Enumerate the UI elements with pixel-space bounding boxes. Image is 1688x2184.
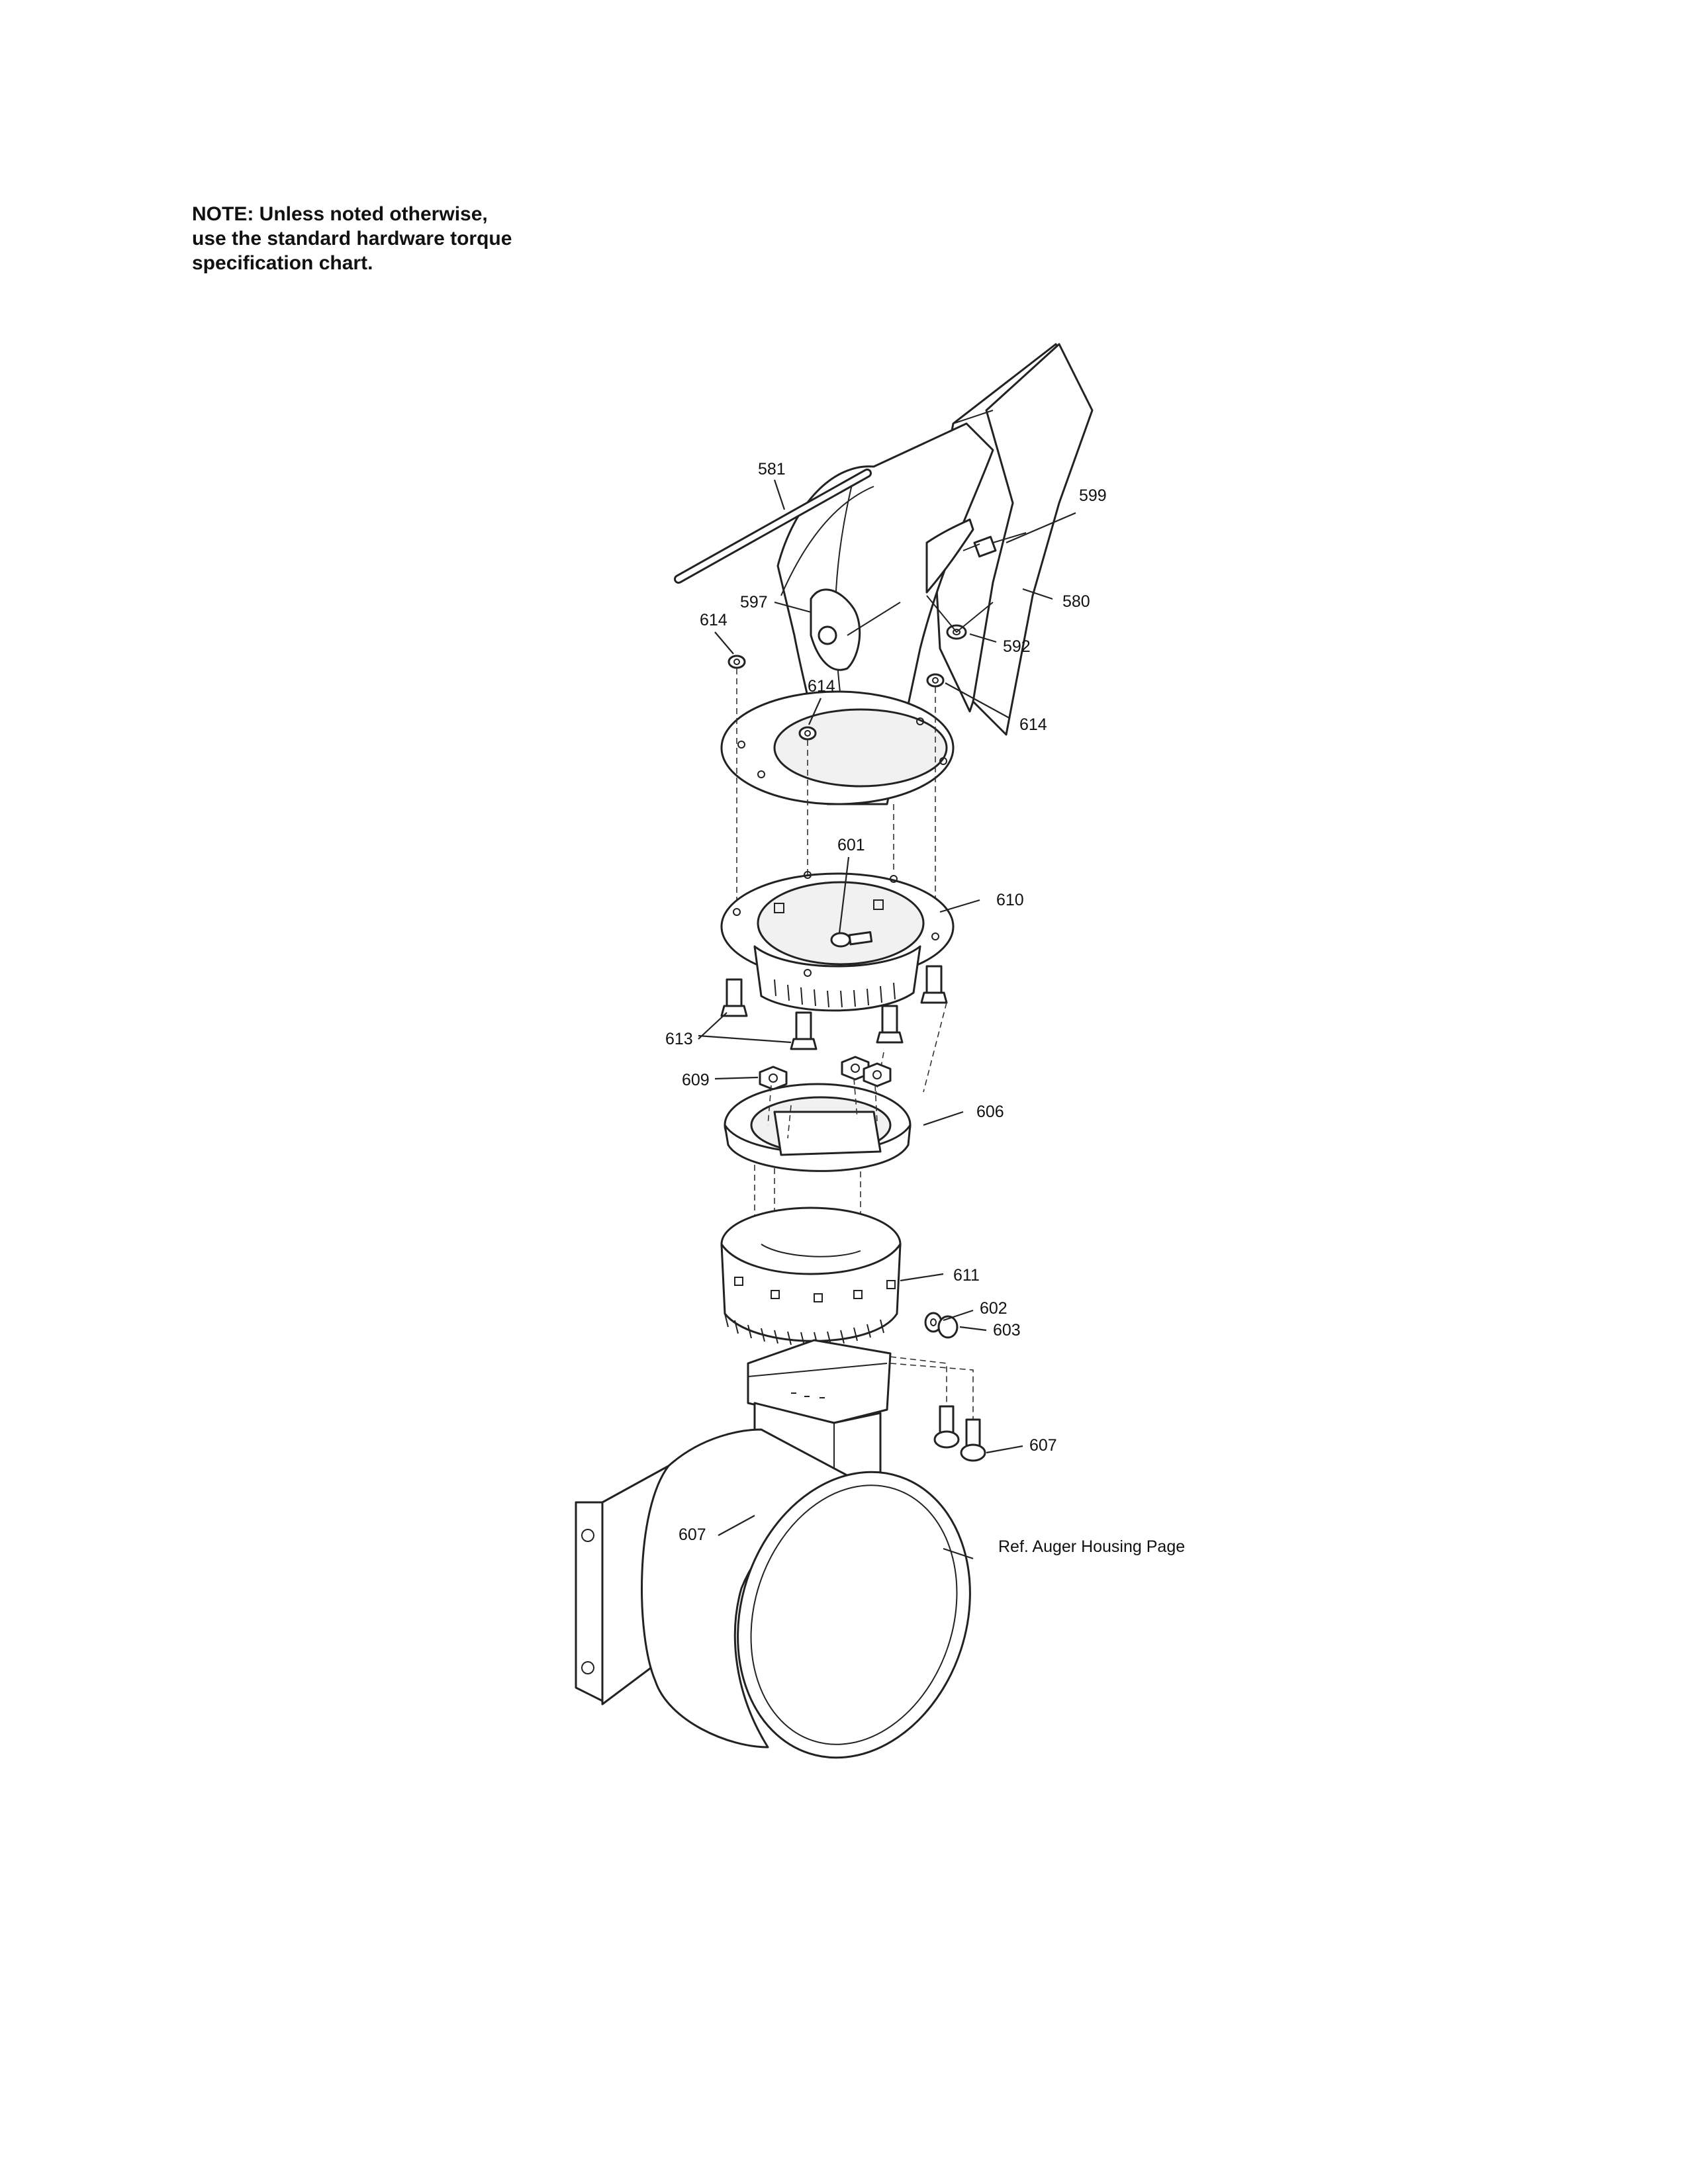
screw-607-right-b <box>960 1418 986 1462</box>
auger-housing-elbow <box>575 1428 971 1759</box>
note-line-3: specification chart. <box>192 252 373 274</box>
bolt-613-c <box>876 1005 904 1044</box>
bolt-613-d <box>920 965 948 1004</box>
callout-597: 597 <box>740 593 768 612</box>
chute-580 <box>720 343 1094 805</box>
callout-611: 611 <box>953 1266 980 1285</box>
callout-614-middle: 614 <box>808 677 835 696</box>
callout-601: 601 <box>837 836 865 854</box>
knob-597 <box>810 588 901 671</box>
callout-ref-auger-housing: Ref. Auger Housing Page <box>998 1537 1185 1556</box>
callout-607-right: 607 <box>1029 1436 1057 1455</box>
nut-614-left <box>727 655 746 669</box>
gear-ring-611 <box>720 1206 902 1346</box>
screw-607-right-a <box>933 1405 960 1449</box>
callout-581: 581 <box>758 460 786 478</box>
bolt-599 <box>962 532 1027 558</box>
callout-599: 599 <box>1079 486 1107 505</box>
callout-602: 602 <box>980 1299 1008 1318</box>
screw-601 <box>830 931 873 948</box>
callout-609: 609 <box>682 1071 710 1089</box>
callout-614-left: 614 <box>700 611 727 629</box>
callout-614-right: 614 <box>1019 715 1047 734</box>
rod-581 <box>674 469 872 584</box>
ring-610 <box>720 871 955 1012</box>
bolt-613-a <box>720 978 748 1017</box>
callout-606: 606 <box>976 1103 1004 1121</box>
adapter-plate <box>747 1339 892 1504</box>
callout-592: 592 <box>1003 637 1031 656</box>
cap-603 <box>937 1315 959 1339</box>
nut-614-middle <box>798 726 817 741</box>
washer-592 <box>926 595 994 640</box>
callout-613: 613 <box>665 1030 693 1048</box>
leader-lines <box>698 479 1076 1560</box>
callout-580: 580 <box>1062 592 1090 611</box>
nut-609-d <box>863 1062 892 1087</box>
callout-603: 603 <box>993 1321 1021 1340</box>
note-line-1: NOTE: Unless noted otherwise, <box>192 203 488 225</box>
torque-note: NOTE: Unless noted otherwise, use the st… <box>192 202 602 275</box>
callout-607-left: 607 <box>679 1525 706 1544</box>
nut-614-right <box>926 673 945 688</box>
note-line-2: use the standard hardware torque <box>192 228 512 250</box>
callout-610: 610 <box>996 891 1024 909</box>
gear-plate-606 <box>724 1078 912 1172</box>
nut-609-a <box>759 1066 788 1091</box>
bolt-613-b <box>790 1011 818 1050</box>
